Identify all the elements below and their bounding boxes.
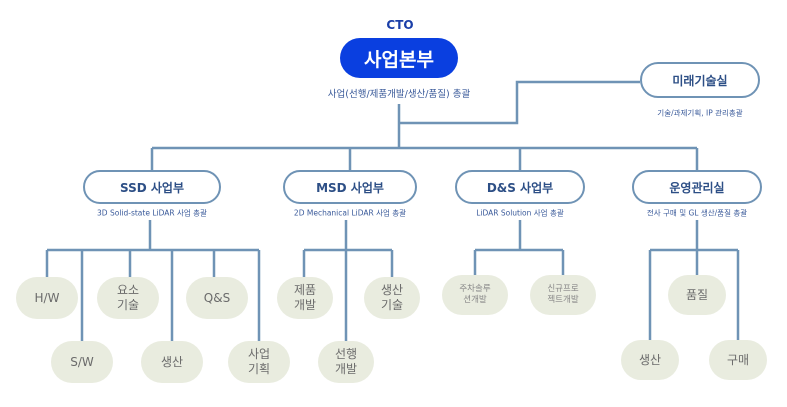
team-hw: H/W <box>16 277 78 319</box>
team-element-tech: 요소 기술 <box>97 277 159 319</box>
division-ds-description: LiDAR Solution 사업 총괄 <box>476 208 564 218</box>
connector-msd <box>302 220 394 344</box>
division-ops: 운영관리실 <box>632 170 762 204</box>
division-ssd: SSD 사업부 <box>83 170 221 204</box>
division-msd: MSD 사업부 <box>283 170 417 204</box>
team-production: 생산 <box>141 341 203 383</box>
team-ops-production: 생산 <box>621 340 679 380</box>
division-ops-description: 전사 구매 및 GL 생산/품질 총괄 <box>646 208 748 218</box>
team-production-tech: 생산 기술 <box>364 277 420 319</box>
connector-divisions <box>150 146 699 172</box>
team-new-project: 신규프로 젝트개발 <box>530 275 596 315</box>
division-ssd-description: 3D Solid-state LiDAR 사업 총괄 <box>97 208 207 218</box>
division-ds: D&S 사업부 <box>455 170 585 204</box>
team-business-planning: 사업 기획 <box>228 341 290 383</box>
division-msd-description: 2D Mechanical LiDAR 사업 총괄 <box>293 208 407 218</box>
team-quality: 품질 <box>668 275 726 315</box>
team-product-dev: 제품 개발 <box>277 277 333 319</box>
future-lab-description: 기술/과제기획, IP 관리총괄 <box>657 108 743 118</box>
connector-top <box>397 80 640 148</box>
business-hq-node: 사업본부 <box>340 38 458 78</box>
future-lab-node: 미래기술실 <box>640 62 760 98</box>
team-qs: Q&S <box>186 277 248 319</box>
team-sw: S/W <box>51 341 113 383</box>
business-hq-description: 사업(선행/제품개발/생산/품질) 총괄 <box>327 89 471 100</box>
cto-label: CTO <box>386 18 414 32</box>
team-purchasing: 구매 <box>709 340 767 380</box>
team-advanced-dev: 선행 개발 <box>318 341 374 383</box>
connector-ops <box>648 220 740 340</box>
team-parking-solution: 주차솔루 션개발 <box>442 275 508 315</box>
connector-ssd <box>45 220 261 344</box>
connector-ds <box>473 220 565 276</box>
